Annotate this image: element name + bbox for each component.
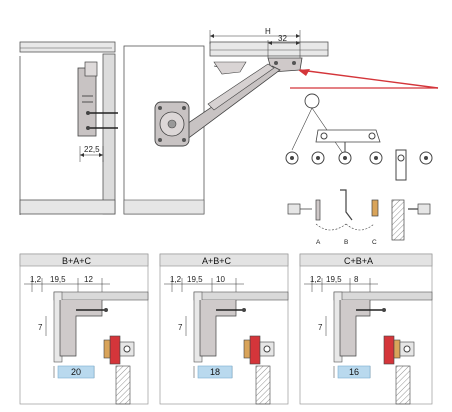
badge-value: 18: [210, 367, 220, 377]
callout-arrow: [299, 69, 439, 89]
dim-2: 19,5: [187, 275, 203, 284]
label-c: C: [372, 239, 377, 246]
detail-view: A B C: [285, 93, 433, 246]
screw-icon: [86, 111, 118, 130]
panel-title: C+B+A: [344, 256, 373, 266]
label-b: B: [344, 239, 348, 246]
pin-row: [285, 149, 433, 181]
dim-3: 8: [354, 275, 359, 284]
panel-title: B+A+C: [62, 256, 92, 266]
lid-panel: [209, 41, 329, 57]
badge-value: 20: [71, 367, 81, 377]
dim-32: 32: [278, 34, 287, 43]
panel-header: [159, 253, 289, 267]
bushing-icon: [371, 199, 379, 217]
panel-3: C+B+A 1,2 19,5 8 7 16: [299, 253, 433, 405]
link-plate: [315, 129, 381, 143]
dim-1: 1,2: [170, 275, 182, 284]
assembly-row: A B C: [287, 189, 431, 246]
label-a: A: [316, 239, 321, 246]
dim-h: H: [265, 27, 271, 36]
dim-3: 12: [84, 275, 93, 284]
mechanism-view: H 32: [123, 27, 439, 215]
dim-vertical: 7: [38, 323, 43, 332]
dim-22-5: 22,5: [84, 145, 100, 154]
dim-1: 1,2: [310, 275, 322, 284]
panel-2: A+B+C 1,2 19,5 10 7 18: [159, 253, 289, 405]
cabinet-side-wall: [102, 53, 116, 215]
panel-header: [19, 253, 149, 267]
badge-value: 16: [349, 367, 359, 377]
dim-2: 19,5: [326, 275, 342, 284]
dimension-badge: [57, 365, 95, 379]
dim-vertical: 7: [178, 323, 183, 332]
bottom-panel: [19, 199, 116, 215]
panel-1: B+A+C 1,2 19,5 12 7 20: [19, 253, 149, 405]
top-panel: [19, 41, 116, 53]
dim-2: 19,5: [50, 275, 66, 284]
panel-title: A+B+C: [202, 256, 232, 266]
dimension-badge: [197, 365, 233, 379]
dimension-badge: [337, 365, 371, 379]
dim-3: 10: [216, 275, 225, 284]
side-view: 22,5: [19, 41, 118, 215]
dim-1: 1,2: [30, 275, 42, 284]
stay-arm: [177, 65, 281, 141]
dim-vertical: 7: [318, 323, 323, 332]
panel-header: [299, 253, 433, 267]
